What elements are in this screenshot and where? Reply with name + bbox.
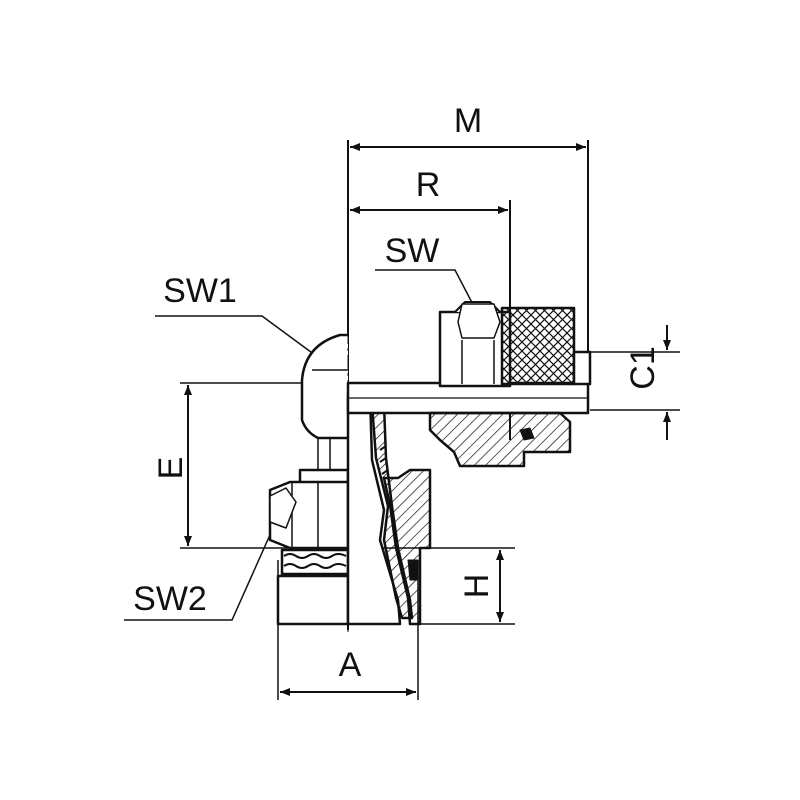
- dimension-h: H: [420, 547, 515, 625]
- label-sw1: SW1: [163, 272, 237, 310]
- elbow-fitting: [268, 301, 592, 626]
- leader-sw2: SW2: [124, 502, 287, 621]
- dimension-a: A: [277, 560, 419, 700]
- dimension-c1: C1: [590, 325, 680, 440]
- label-c1: C1: [624, 346, 662, 389]
- label-e: E: [152, 457, 190, 480]
- label-a: A: [339, 646, 362, 684]
- leader-sw: SW: [375, 232, 484, 324]
- label-h: H: [458, 574, 496, 599]
- label-r: R: [416, 166, 441, 204]
- label-sw2: SW2: [133, 580, 207, 618]
- label-m: M: [454, 102, 482, 140]
- label-sw: SW: [385, 232, 440, 270]
